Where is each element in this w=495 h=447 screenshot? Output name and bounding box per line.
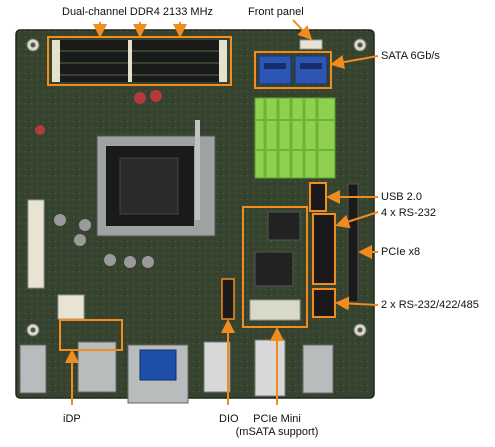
onboard-chips	[249, 211, 301, 321]
callout-lines	[65, 19, 379, 405]
pcie-x8-label: PCIe x8	[381, 246, 421, 258]
sata-highlight-box	[254, 51, 332, 89]
cpu-power-connector	[57, 294, 85, 320]
sata-label: SATA 6Gb/s	[381, 50, 440, 62]
dio-header	[221, 278, 235, 320]
idp-highlight-box	[59, 319, 123, 351]
pcie-x8-slot	[347, 183, 359, 303]
idp-label: iDP	[63, 413, 81, 425]
atx-power-connector	[27, 199, 45, 289]
cpu-socket	[96, 120, 216, 237]
chipset-heatsink	[254, 97, 336, 179]
rs485-label: 2 x RS-232/422/485	[381, 299, 479, 311]
front-panel-label: Front panel	[248, 6, 304, 18]
rear-io	[19, 339, 334, 404]
rs232-label: 4 x RS-232	[381, 207, 437, 219]
rs232-headers	[312, 213, 336, 285]
sata-connectors	[258, 55, 328, 85]
usb-header	[309, 182, 327, 212]
msata-support-label: (mSATA support)	[235, 426, 319, 438]
ddr4-slots	[52, 40, 227, 82]
dio-label: DIO	[219, 413, 239, 425]
front-panel-header	[299, 39, 323, 50]
pcie-mini-label: PCIe Mini	[253, 413, 301, 425]
ddr4-label: Dual-channel DDR4 2133 MHz	[62, 6, 214, 18]
usb-label: USB 2.0	[381, 191, 422, 203]
capacitors	[35, 90, 162, 268]
rs485-headers	[312, 288, 336, 318]
